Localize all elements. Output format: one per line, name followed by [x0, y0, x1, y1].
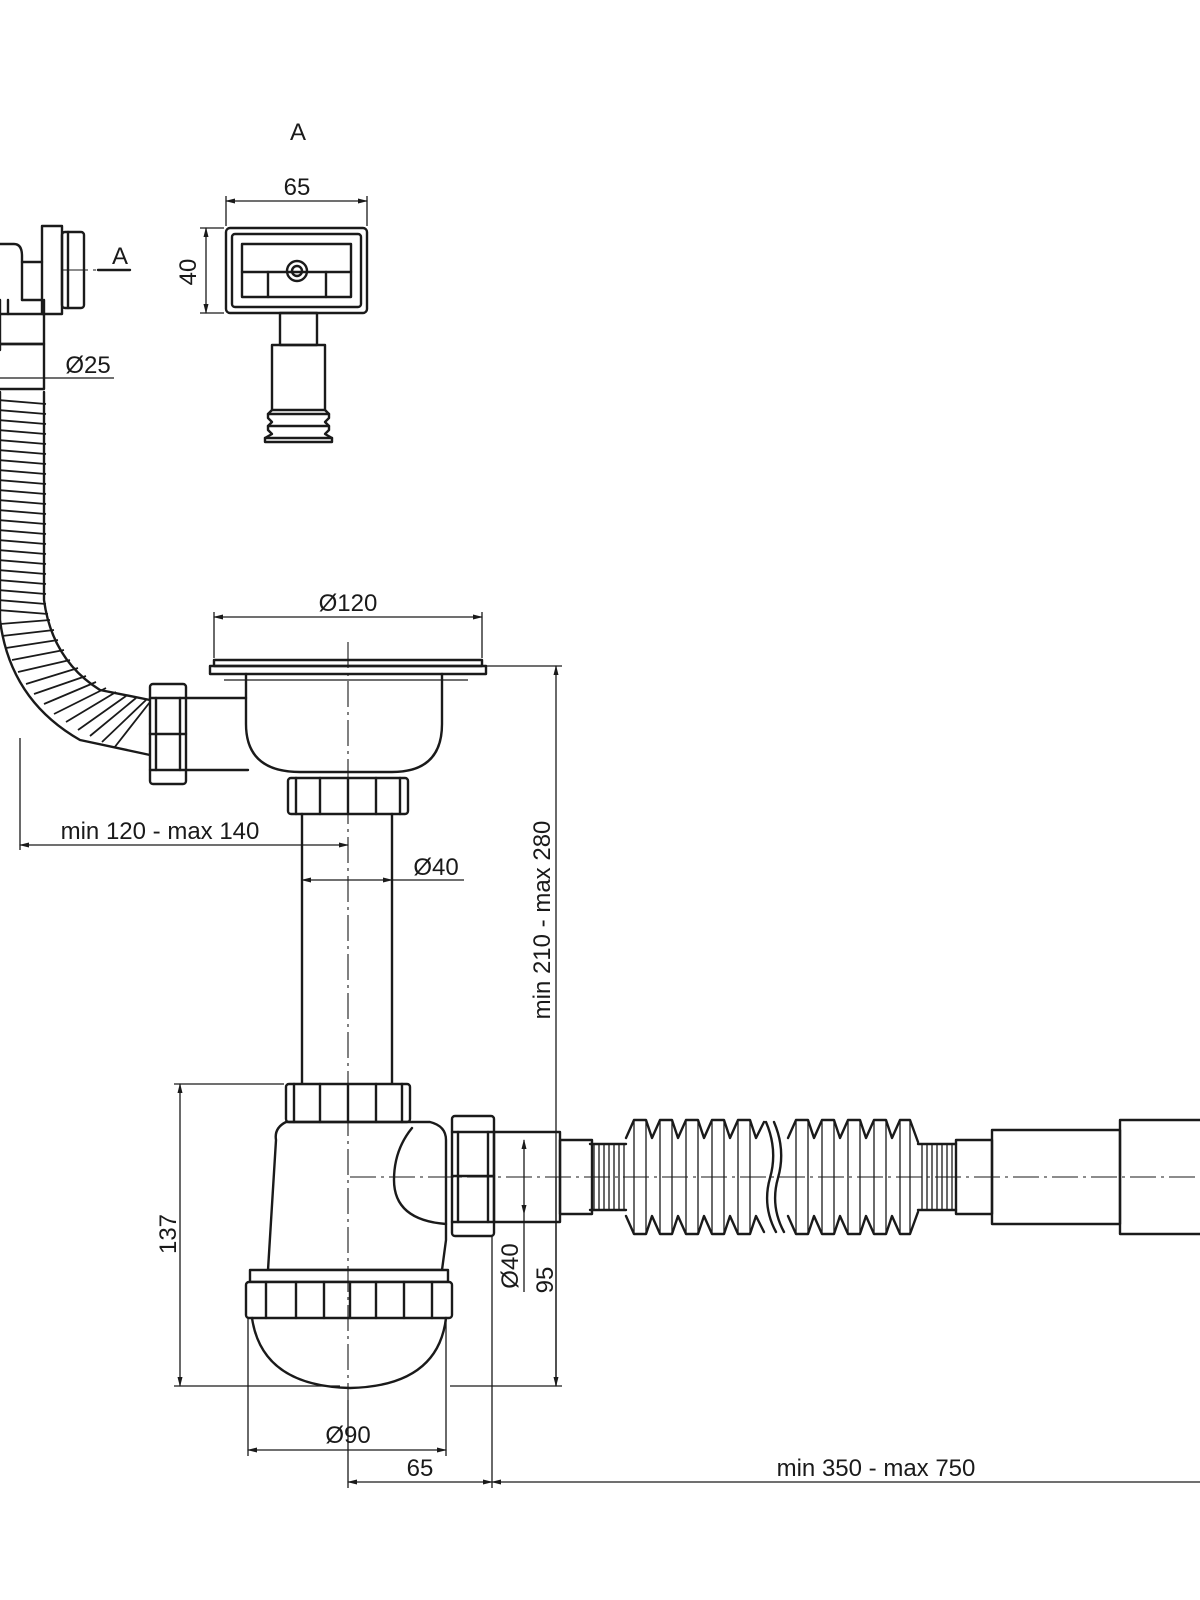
- dim-overflow-height: 40: [175, 227, 224, 314]
- overflow-offset-label: min 120 - max 140: [61, 818, 260, 845]
- center-lines: [347, 642, 1200, 1400]
- outlet-union: [450, 1114, 594, 1238]
- upper-nut: [286, 776, 410, 816]
- tail-pipe-diameter-label: Ø40: [413, 854, 458, 881]
- overflow-union-nut: [148, 682, 250, 786]
- bottle-trap: [244, 1120, 454, 1390]
- outlet-height-label: 95: [532, 1267, 559, 1294]
- outlet-diameter-label: Ø40: [497, 1243, 524, 1288]
- view-a-marker: A: [290, 119, 306, 146]
- height-range-label: min 210 - max 280: [529, 821, 556, 1020]
- overflow-pipe-diameter-label: Ø25: [65, 352, 110, 379]
- dim-overflow-offset: min 120 - max 140: [19, 738, 349, 850]
- dim-tail-pipe: Ø40: [301, 854, 464, 883]
- overflow-front-view: [224, 226, 369, 444]
- section-arrow-label: A: [112, 243, 128, 270]
- dim-trap-height: 137: [155, 1083, 340, 1387]
- strainer-diameter-label: Ø120: [319, 590, 378, 617]
- overflow-side-view: [0, 224, 132, 391]
- trap-height-label: 137: [155, 1214, 182, 1254]
- outlet-offset-label: 65: [407, 1455, 434, 1482]
- dim-outlet-offset: 65: [347, 1236, 493, 1488]
- dim-strainer-diameter: Ø120: [213, 590, 483, 658]
- overflow-width-label: 65: [284, 174, 311, 201]
- dim-overflow-pipe: Ø25: [0, 352, 114, 379]
- sink-strainer: [208, 658, 488, 774]
- dim-outlet-height: 95: [532, 1177, 559, 1386]
- overflow-height-label: 40: [175, 259, 202, 286]
- hose-length-label: min 350 - max 750: [777, 1455, 976, 1482]
- dim-overflow-width: 65: [225, 174, 368, 226]
- tail-pipe: [300, 812, 394, 1086]
- overflow-corrugated-hose: [0, 390, 152, 757]
- dim-outlet-diameter: Ø40: [497, 1139, 527, 1292]
- dim-hose-length: min 350 - max 750: [491, 1455, 1200, 1485]
